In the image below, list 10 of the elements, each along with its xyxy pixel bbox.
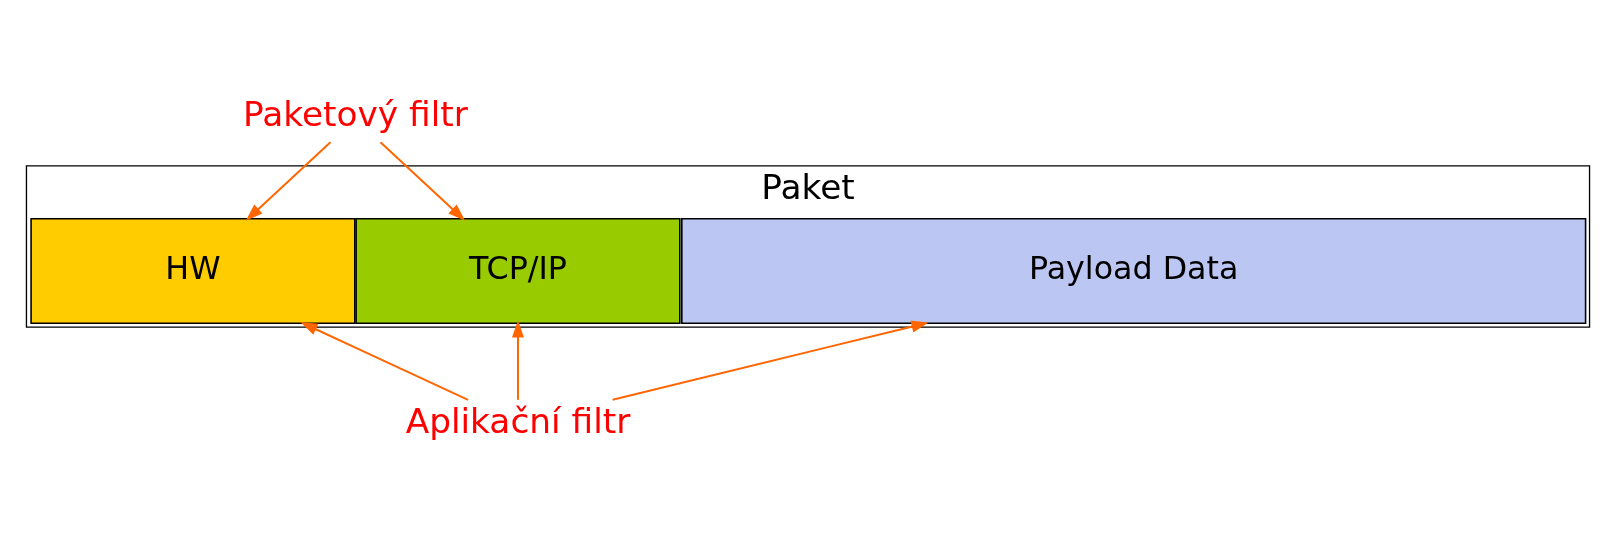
arrow	[299, 321, 469, 401]
node-box: Payload Data	[680, 217, 1586, 324]
node-box: TCP/IP	[354, 217, 681, 324]
arrow	[245, 140, 331, 221]
node-text: Paketový filtr	[242, 93, 468, 134]
arrow	[379, 140, 465, 221]
arrow	[611, 320, 929, 401]
node-box: HW	[29, 217, 356, 324]
node-text: Aplikační filtr	[405, 400, 630, 441]
arrow	[511, 319, 524, 401]
